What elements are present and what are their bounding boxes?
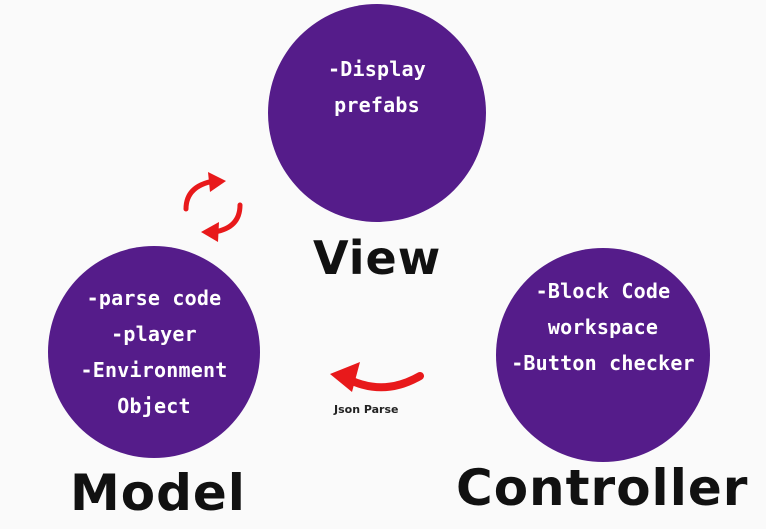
upper-arrowhead [208, 172, 226, 192]
controller-title: Controller [456, 459, 749, 517]
model-line-1: -parse code [86, 286, 222, 310]
model-node: -parse code -player -Environment Object [48, 246, 260, 458]
view-line-2: prefabs [334, 93, 420, 117]
view-node: -Display prefabs [268, 4, 486, 222]
controller-to-model-arrow [330, 362, 424, 392]
view-title: View [313, 231, 442, 285]
model-line-2: -player [111, 322, 197, 346]
controller-line-1: -Block Code [535, 279, 671, 303]
json-parse-label: Json Parse [334, 403, 399, 416]
controller-line-2: workspace [547, 315, 659, 339]
model-view-arrows [183, 172, 243, 242]
json-parse-arrowhead [330, 362, 360, 392]
controller-line-3: -Button checker [511, 351, 695, 375]
view-line-1: -Display [328, 57, 426, 81]
controller-node: -Block Code workspace -Button checker [496, 248, 710, 462]
model-line-4: Object [117, 394, 191, 418]
model-title: Model [70, 464, 246, 522]
lower-arrowhead [201, 222, 219, 242]
model-line-3: -Environment [80, 358, 228, 382]
